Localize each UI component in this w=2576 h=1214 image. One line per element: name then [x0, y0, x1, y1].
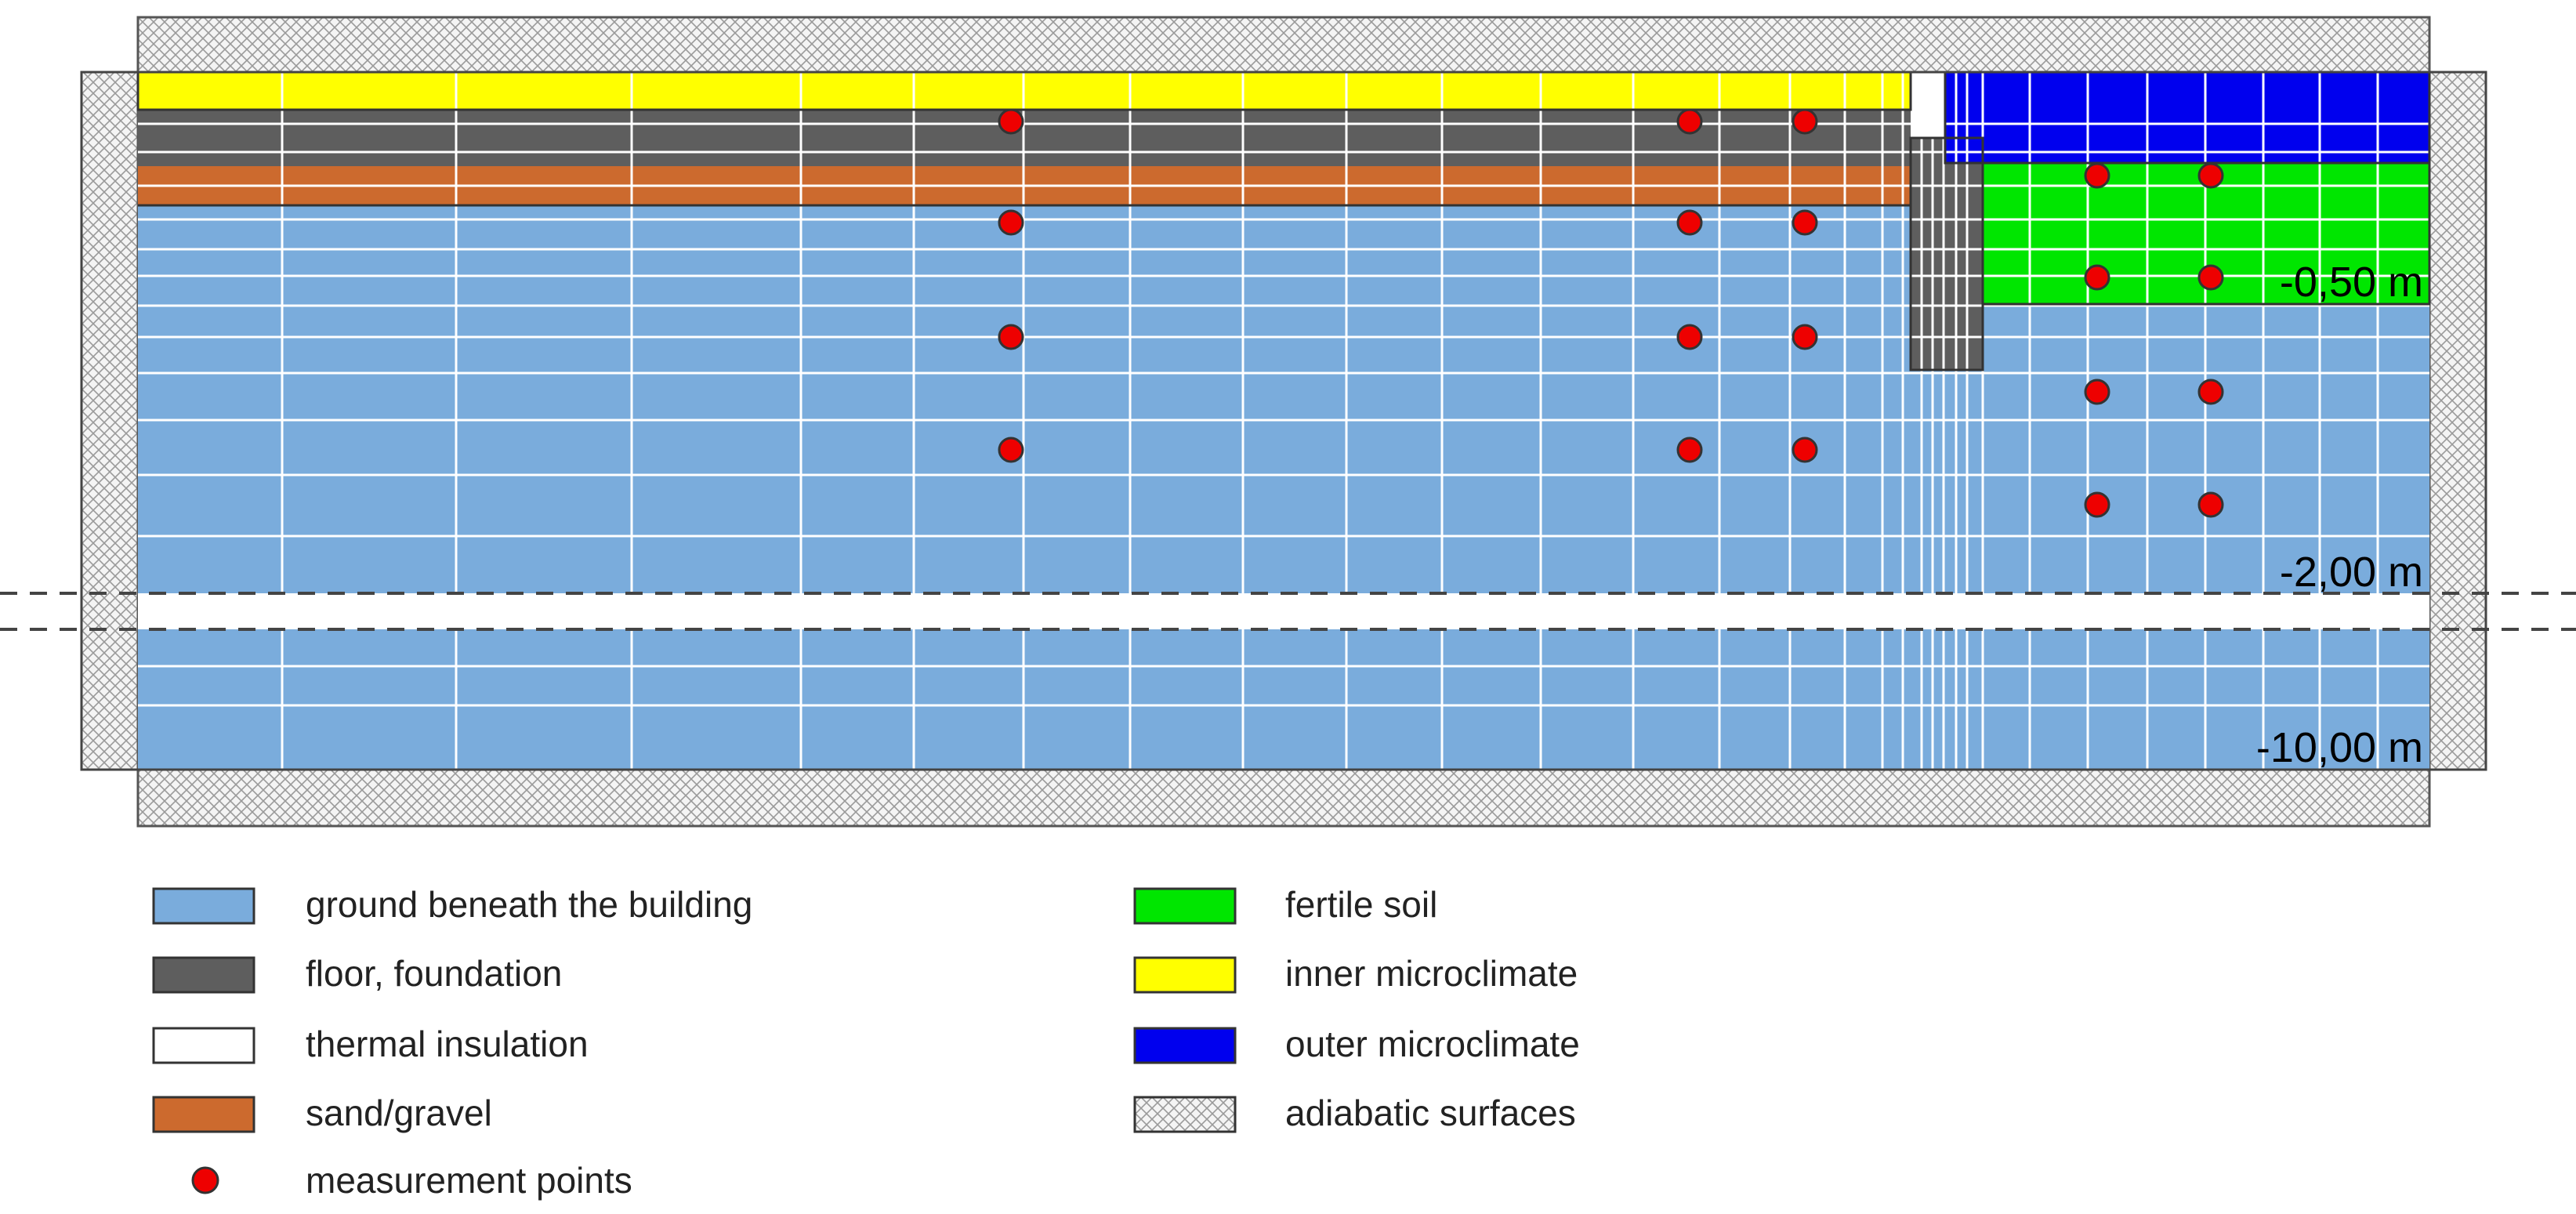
legend-item-adiabatic: adiabatic surfaces [1133, 1093, 1576, 1133]
break-line [0, 592, 2576, 631]
outer-microclimate-zone [1945, 72, 2429, 163]
legend-item-inner: inner microclimate [1133, 953, 1578, 994]
legend-swatch-sand [152, 1096, 255, 1133]
legend-label-inner: inner microclimate [1285, 953, 1578, 994]
legend: ground beneath the building floor, found… [152, 884, 1580, 1201]
legend-label-floor: floor, foundation [306, 953, 562, 994]
measurement-point [998, 324, 1024, 350]
adiabatic-left [80, 71, 139, 771]
legend-swatch-outer [1133, 1027, 1237, 1064]
adiabatic-right [2428, 71, 2487, 771]
measurement-point [998, 209, 1024, 236]
measurement-point [998, 437, 1024, 463]
legend-item-floor: floor, foundation [152, 953, 562, 994]
legend-label-sand: sand/gravel [306, 1093, 492, 1133]
legend-swatch-insulation [152, 1027, 255, 1064]
legend-item-outer: outer microclimate [1133, 1024, 1580, 1064]
depth-label-0-50: -0,50 m [2280, 259, 2423, 306]
measurement-point [1792, 108, 1818, 135]
legend-swatch-fertile [1133, 887, 1237, 925]
break-gap [138, 593, 2429, 629]
mesh-grid [138, 72, 2429, 770]
measurement-point [2197, 379, 2224, 405]
legend-item-sand: sand/gravel [152, 1093, 492, 1133]
legend-swatch-floor [152, 956, 255, 994]
measurement-point [1676, 324, 1703, 350]
measurement-point [1676, 209, 1703, 236]
measurement-point [2084, 264, 2110, 291]
insulation-gap-top [1911, 72, 1945, 138]
legend-label-insulation: thermal insulation [306, 1024, 589, 1064]
legend-label-points: measurement points [306, 1160, 632, 1201]
adiabatic-bottom [136, 768, 2431, 828]
measurement-point [1792, 324, 1818, 350]
depth-label-10-00: -10,00 m [2256, 724, 2423, 771]
legend-label-outer: outer microclimate [1285, 1024, 1580, 1064]
measurement-point [2084, 379, 2110, 405]
legend-swatch-ground [152, 887, 255, 925]
measurement-point [1792, 437, 1818, 463]
measurement-point [2084, 162, 2110, 189]
legend-item-fertile: fertile soil [1133, 884, 1437, 925]
adiabatic-top [136, 16, 2431, 74]
measurement-point [998, 108, 1024, 135]
measurement-point [1676, 437, 1703, 463]
model-border [80, 71, 2487, 771]
legend-swatch-inner [1133, 956, 1237, 994]
measurement-point [1676, 108, 1703, 135]
legend-item-insulation: thermal insulation [152, 1024, 589, 1064]
legend-label-fertile: fertile soil [1285, 884, 1437, 925]
legend-swatch-point [191, 1166, 219, 1194]
legend-swatch-adiabatic [1133, 1096, 1237, 1133]
measurement-point [2197, 264, 2224, 291]
measurement-point [1792, 209, 1818, 236]
legend-item-ground: ground beneath the building [152, 884, 752, 925]
legend-label-ground: ground beneath the building [306, 884, 752, 925]
depth-label-2-00: -2,00 m [2280, 549, 2423, 596]
measurement-point [2197, 491, 2224, 518]
legend-item-points: measurement points [191, 1160, 632, 1201]
measurement-points [998, 108, 2224, 518]
measurement-point [2197, 162, 2224, 189]
legend-label-adiabatic: adiabatic surfaces [1285, 1093, 1576, 1133]
measurement-point [2084, 491, 2110, 518]
